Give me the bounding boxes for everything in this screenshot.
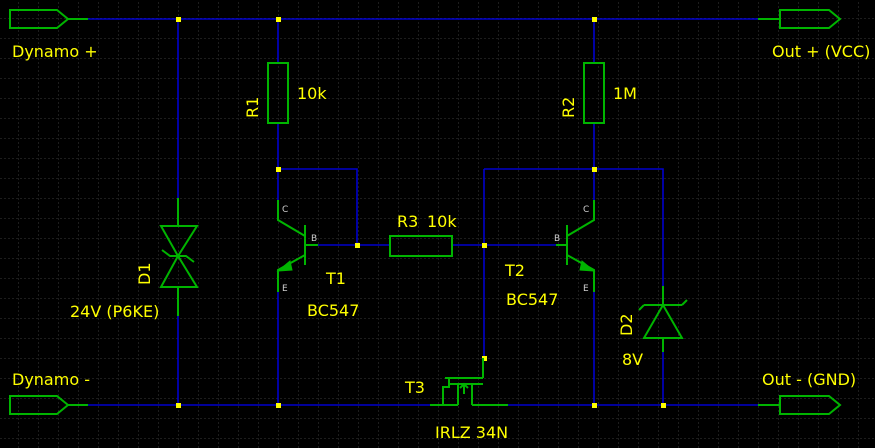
- resistor-r3[interactable]: R3 10k: [389, 212, 457, 257]
- transistor-t3[interactable]: T3 IRLZ 34N: [404, 358, 508, 442]
- port-arrow: [9, 9, 70, 29]
- mosfet-symbol: [430, 358, 508, 406]
- junction-dot: [482, 356, 487, 361]
- wires: [88, 18, 758, 406]
- junctions: [176, 17, 666, 408]
- junction-dot: [276, 17, 281, 22]
- t2-pin-c: C: [583, 205, 589, 215]
- port-label-dynamo-plus: Dynamo +: [12, 42, 98, 61]
- t1-pin-c: C: [282, 205, 288, 215]
- r2-value: 1M: [613, 84, 637, 103]
- resistor-r1[interactable]: R1 10k: [243, 62, 327, 124]
- emitter-arrow: [276, 260, 293, 272]
- transistor-t1[interactable]: C B E T1 BC547: [276, 200, 359, 320]
- wire-t2-collector-net: [483, 168, 664, 358]
- port-label-dynamo-minus: Dynamo -: [12, 370, 90, 389]
- resistor-r2[interactable]: R2 1M: [559, 62, 637, 124]
- junction-dot: [276, 167, 281, 172]
- r3-value: 10k: [427, 212, 457, 231]
- junction-dot: [592, 403, 597, 408]
- mosfet-arrow: [459, 382, 469, 394]
- t2-ref: T2: [504, 261, 525, 280]
- resistor-body: [389, 235, 453, 257]
- d1-ref: D1: [135, 263, 154, 286]
- t2-pin-b: B: [554, 234, 560, 244]
- junction-dot: [176, 403, 181, 408]
- junction-dot: [592, 167, 597, 172]
- port-dynamo-plus[interactable]: Dynamo +: [9, 9, 98, 61]
- resistor-body: [583, 62, 605, 124]
- t2-value: BC547: [506, 290, 558, 309]
- tvs-symbol: [159, 198, 199, 316]
- junction-dot: [661, 403, 666, 408]
- port-out-minus[interactable]: Out - (GND): [758, 370, 856, 415]
- junction-dot: [592, 17, 597, 22]
- r3-ref: R3: [397, 212, 418, 231]
- port-out-plus[interactable]: Out + (VCC): [758, 9, 870, 61]
- t1-ref: T1: [325, 269, 346, 288]
- emitter-arrow: [579, 260, 596, 272]
- d2-ref: D2: [617, 314, 636, 337]
- junction-dot: [355, 243, 360, 248]
- t3-value: IRLZ 34N: [435, 423, 508, 442]
- t3-ref: T3: [404, 378, 425, 397]
- port-arrow: [779, 395, 842, 415]
- zener-symbol: [638, 286, 688, 352]
- diode-d2[interactable]: D2 8V: [617, 286, 688, 369]
- port-label-out-minus: Out - (GND): [762, 370, 856, 389]
- port-label-out-plus: Out + (VCC): [772, 42, 870, 61]
- t1-value: BC547: [307, 301, 359, 320]
- transistor-t2[interactable]: C B E T2 BC547: [504, 200, 596, 309]
- port-dynamo-minus[interactable]: Dynamo -: [9, 370, 90, 415]
- bjt-symbol: [277, 200, 318, 292]
- diode-d1[interactable]: D1 24V (P6KE): [70, 198, 199, 321]
- junction-dot: [482, 243, 487, 248]
- junction-dot: [176, 17, 181, 22]
- resistor-body: [267, 62, 289, 124]
- r2-ref: R2: [559, 97, 578, 118]
- d1-value: 24V (P6KE): [70, 302, 159, 321]
- t1-pin-e: E: [282, 284, 288, 294]
- r1-value: 10k: [297, 84, 327, 103]
- bjt-symbol: [556, 200, 595, 292]
- t1-pin-b: B: [311, 234, 317, 244]
- r1-ref: R1: [243, 97, 262, 118]
- port-arrow: [9, 395, 70, 415]
- d2-value: 8V: [622, 350, 643, 369]
- wire-r1-base: [278, 168, 358, 245]
- junction-dot: [276, 403, 281, 408]
- port-arrow: [779, 9, 842, 29]
- t2-pin-e: E: [583, 284, 589, 294]
